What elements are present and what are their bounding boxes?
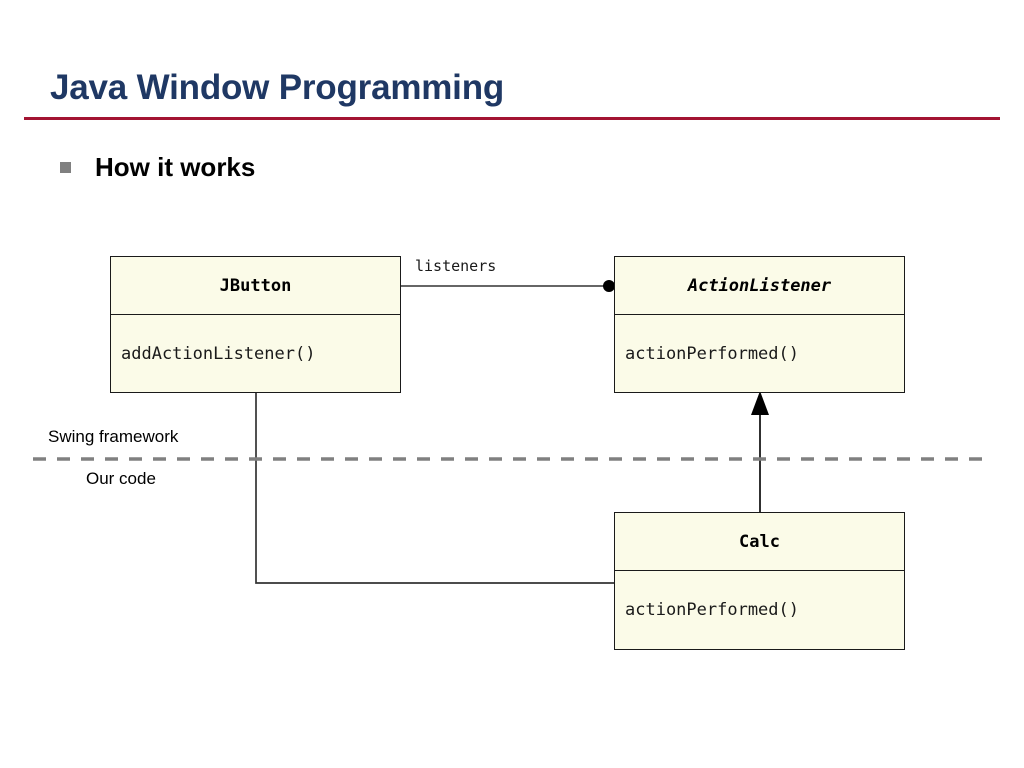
page-title: Java Window Programming (50, 68, 505, 107)
connector-association-jbutton-calc (255, 393, 614, 584)
uml-class-box-jbutton[interactable]: JButton addActionListener() (110, 256, 401, 393)
uml-member-jbutton-0: addActionListener() (121, 343, 316, 364)
title-underline-rule (24, 117, 1000, 120)
uml-member-calc-0: actionPerformed() (625, 599, 799, 620)
association-role-label-listeners: listeners (415, 257, 497, 275)
boundary-label-our-code: Our code (86, 469, 156, 488)
bullet-item: How it works (60, 152, 255, 183)
uml-members-compartment-calc: actionPerformed() (615, 571, 904, 648)
uml-class-box-actionlistener[interactable]: ActionListener actionPerformed() (614, 256, 905, 393)
boundary-label-swing-framework: Swing framework (48, 427, 179, 446)
uml-members-compartment-actionlistener: actionPerformed() (615, 315, 904, 392)
association-elbow-jbutton-calc (255, 393, 614, 584)
uml-class-name-actionlistener: ActionListener (615, 257, 904, 315)
uml-members-compartment-jbutton: addActionListener() (111, 315, 400, 392)
uml-member-actionlistener-0: actionPerformed() (625, 343, 799, 364)
filled-triangle-arrow-icon (751, 391, 769, 415)
uml-class-box-calc[interactable]: Calc actionPerformed() (614, 512, 905, 650)
square-bullet-icon (60, 162, 71, 173)
connector-association-listeners (401, 280, 615, 292)
association-filled-dot-icon (603, 280, 615, 292)
uml-class-name-calc: Calc (615, 513, 904, 571)
connector-implements-calc-actionlistener (751, 391, 769, 512)
uml-class-name-jbutton: JButton (111, 257, 400, 315)
bullet-item-label: How it works (95, 152, 256, 182)
